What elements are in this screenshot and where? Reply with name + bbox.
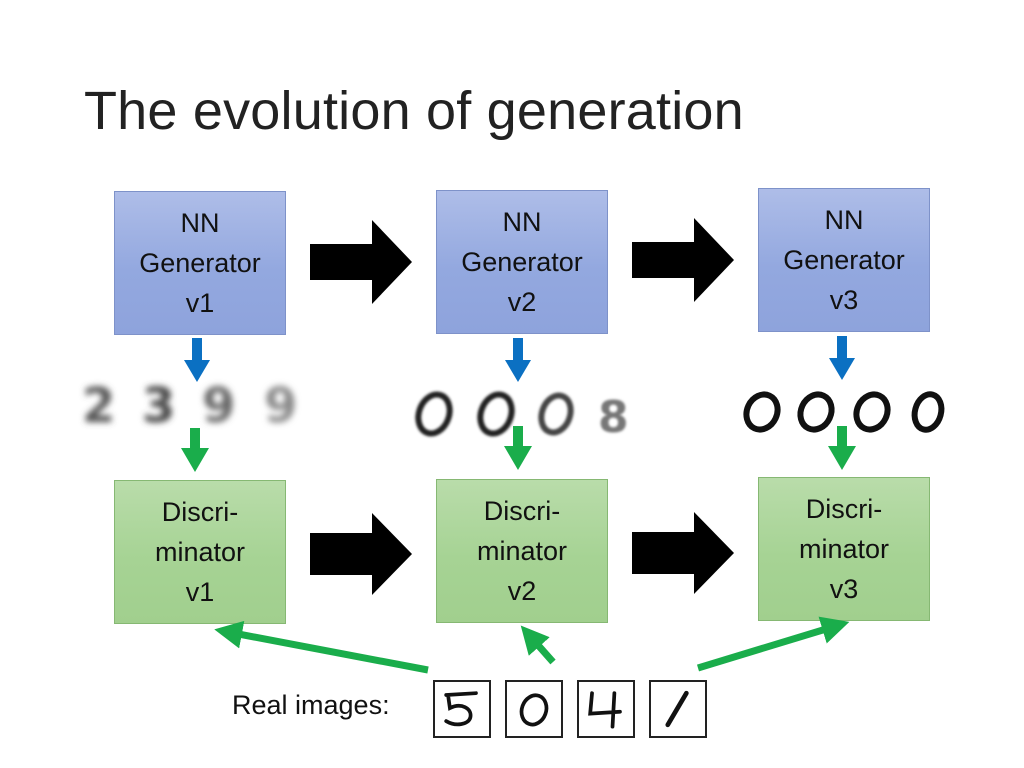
green-diagonal-arrow-icon (696, 616, 850, 672)
real-image-1 (649, 680, 707, 738)
svg-text:3: 3 (142, 378, 175, 434)
green-diagonal-arrow-icon (520, 625, 556, 665)
real-image-4 (577, 680, 635, 738)
discriminator-v1-box: Discri- minator v1 (114, 480, 286, 624)
real-image-0 (505, 680, 563, 738)
discriminator-v3-line1: Discri- (805, 494, 883, 524)
generator-v2-line2: Generator (461, 247, 583, 277)
handwritten-5-image (444, 691, 478, 727)
discriminator-v2-line1: Discri- (483, 496, 561, 526)
svg-text:8: 8 (598, 392, 629, 443)
real-images-label: Real images: (232, 690, 390, 720)
generator-v3-line2: Generator (783, 245, 905, 275)
block-arrow-icon (310, 220, 412, 304)
block-arrow-icon (632, 512, 734, 594)
handwritten-1-image (665, 690, 689, 728)
handwritten-0-image (519, 693, 549, 727)
svg-text:9: 9 (264, 378, 297, 434)
generator-v1-box: NN Generator v1 (114, 191, 286, 335)
discriminator-v1-line2: minator (154, 537, 246, 567)
blue-down-arrow-icon (829, 336, 855, 380)
generator-v2-line3: v2 (507, 287, 537, 317)
handwritten-4-image (588, 691, 622, 729)
green-down-arrow-icon (181, 428, 209, 472)
svg-text:2: 2 (82, 378, 115, 434)
slide-title: The evolution of generation (84, 81, 744, 141)
generated-samples-v3 (736, 378, 950, 448)
generator-v3-line3: v3 (829, 285, 859, 315)
generated-samples-v2: 8 (404, 378, 648, 448)
discriminator-v2-line2: minator (476, 536, 568, 566)
green-diagonal-arrow-icon (214, 620, 429, 674)
blue-down-arrow-icon (505, 338, 531, 382)
generator-v2-line1: NN (502, 207, 542, 237)
blurry-digits-image: 2 3 9 9 (82, 378, 297, 434)
green-down-arrow-icon (504, 426, 532, 470)
generator-v3-box: NN Generator v3 (758, 188, 930, 332)
real-image-5 (433, 680, 491, 738)
generator-v3-line1: NN (824, 205, 864, 235)
semi-blurry-digits-image: 8 (415, 391, 629, 443)
generated-samples-v1: 2 3 9 9 (72, 370, 312, 440)
green-down-arrow-icon (828, 426, 856, 470)
generator-v1-line2: Generator (139, 248, 261, 278)
blue-down-arrow-icon (184, 338, 210, 382)
generator-v1-line3: v1 (185, 288, 215, 318)
discriminator-v2-box: Discri- minator v2 (436, 479, 608, 623)
discriminator-v1-line3: v1 (185, 577, 215, 607)
sharp-digits-image (743, 391, 945, 433)
generator-v1-line1: NN (180, 208, 220, 238)
discriminator-v2-line3: v2 (507, 576, 537, 606)
svg-text:9: 9 (202, 378, 235, 434)
discriminator-v3-box: Discri- minator v3 (758, 477, 930, 621)
block-arrow-icon (632, 218, 734, 302)
discriminator-v3-line2: minator (798, 534, 890, 564)
block-arrow-icon (310, 513, 412, 595)
discriminator-v1-line1: Discri- (161, 497, 239, 527)
generator-v2-box: NN Generator v2 (436, 190, 608, 334)
discriminator-v3-line3: v3 (829, 574, 859, 604)
